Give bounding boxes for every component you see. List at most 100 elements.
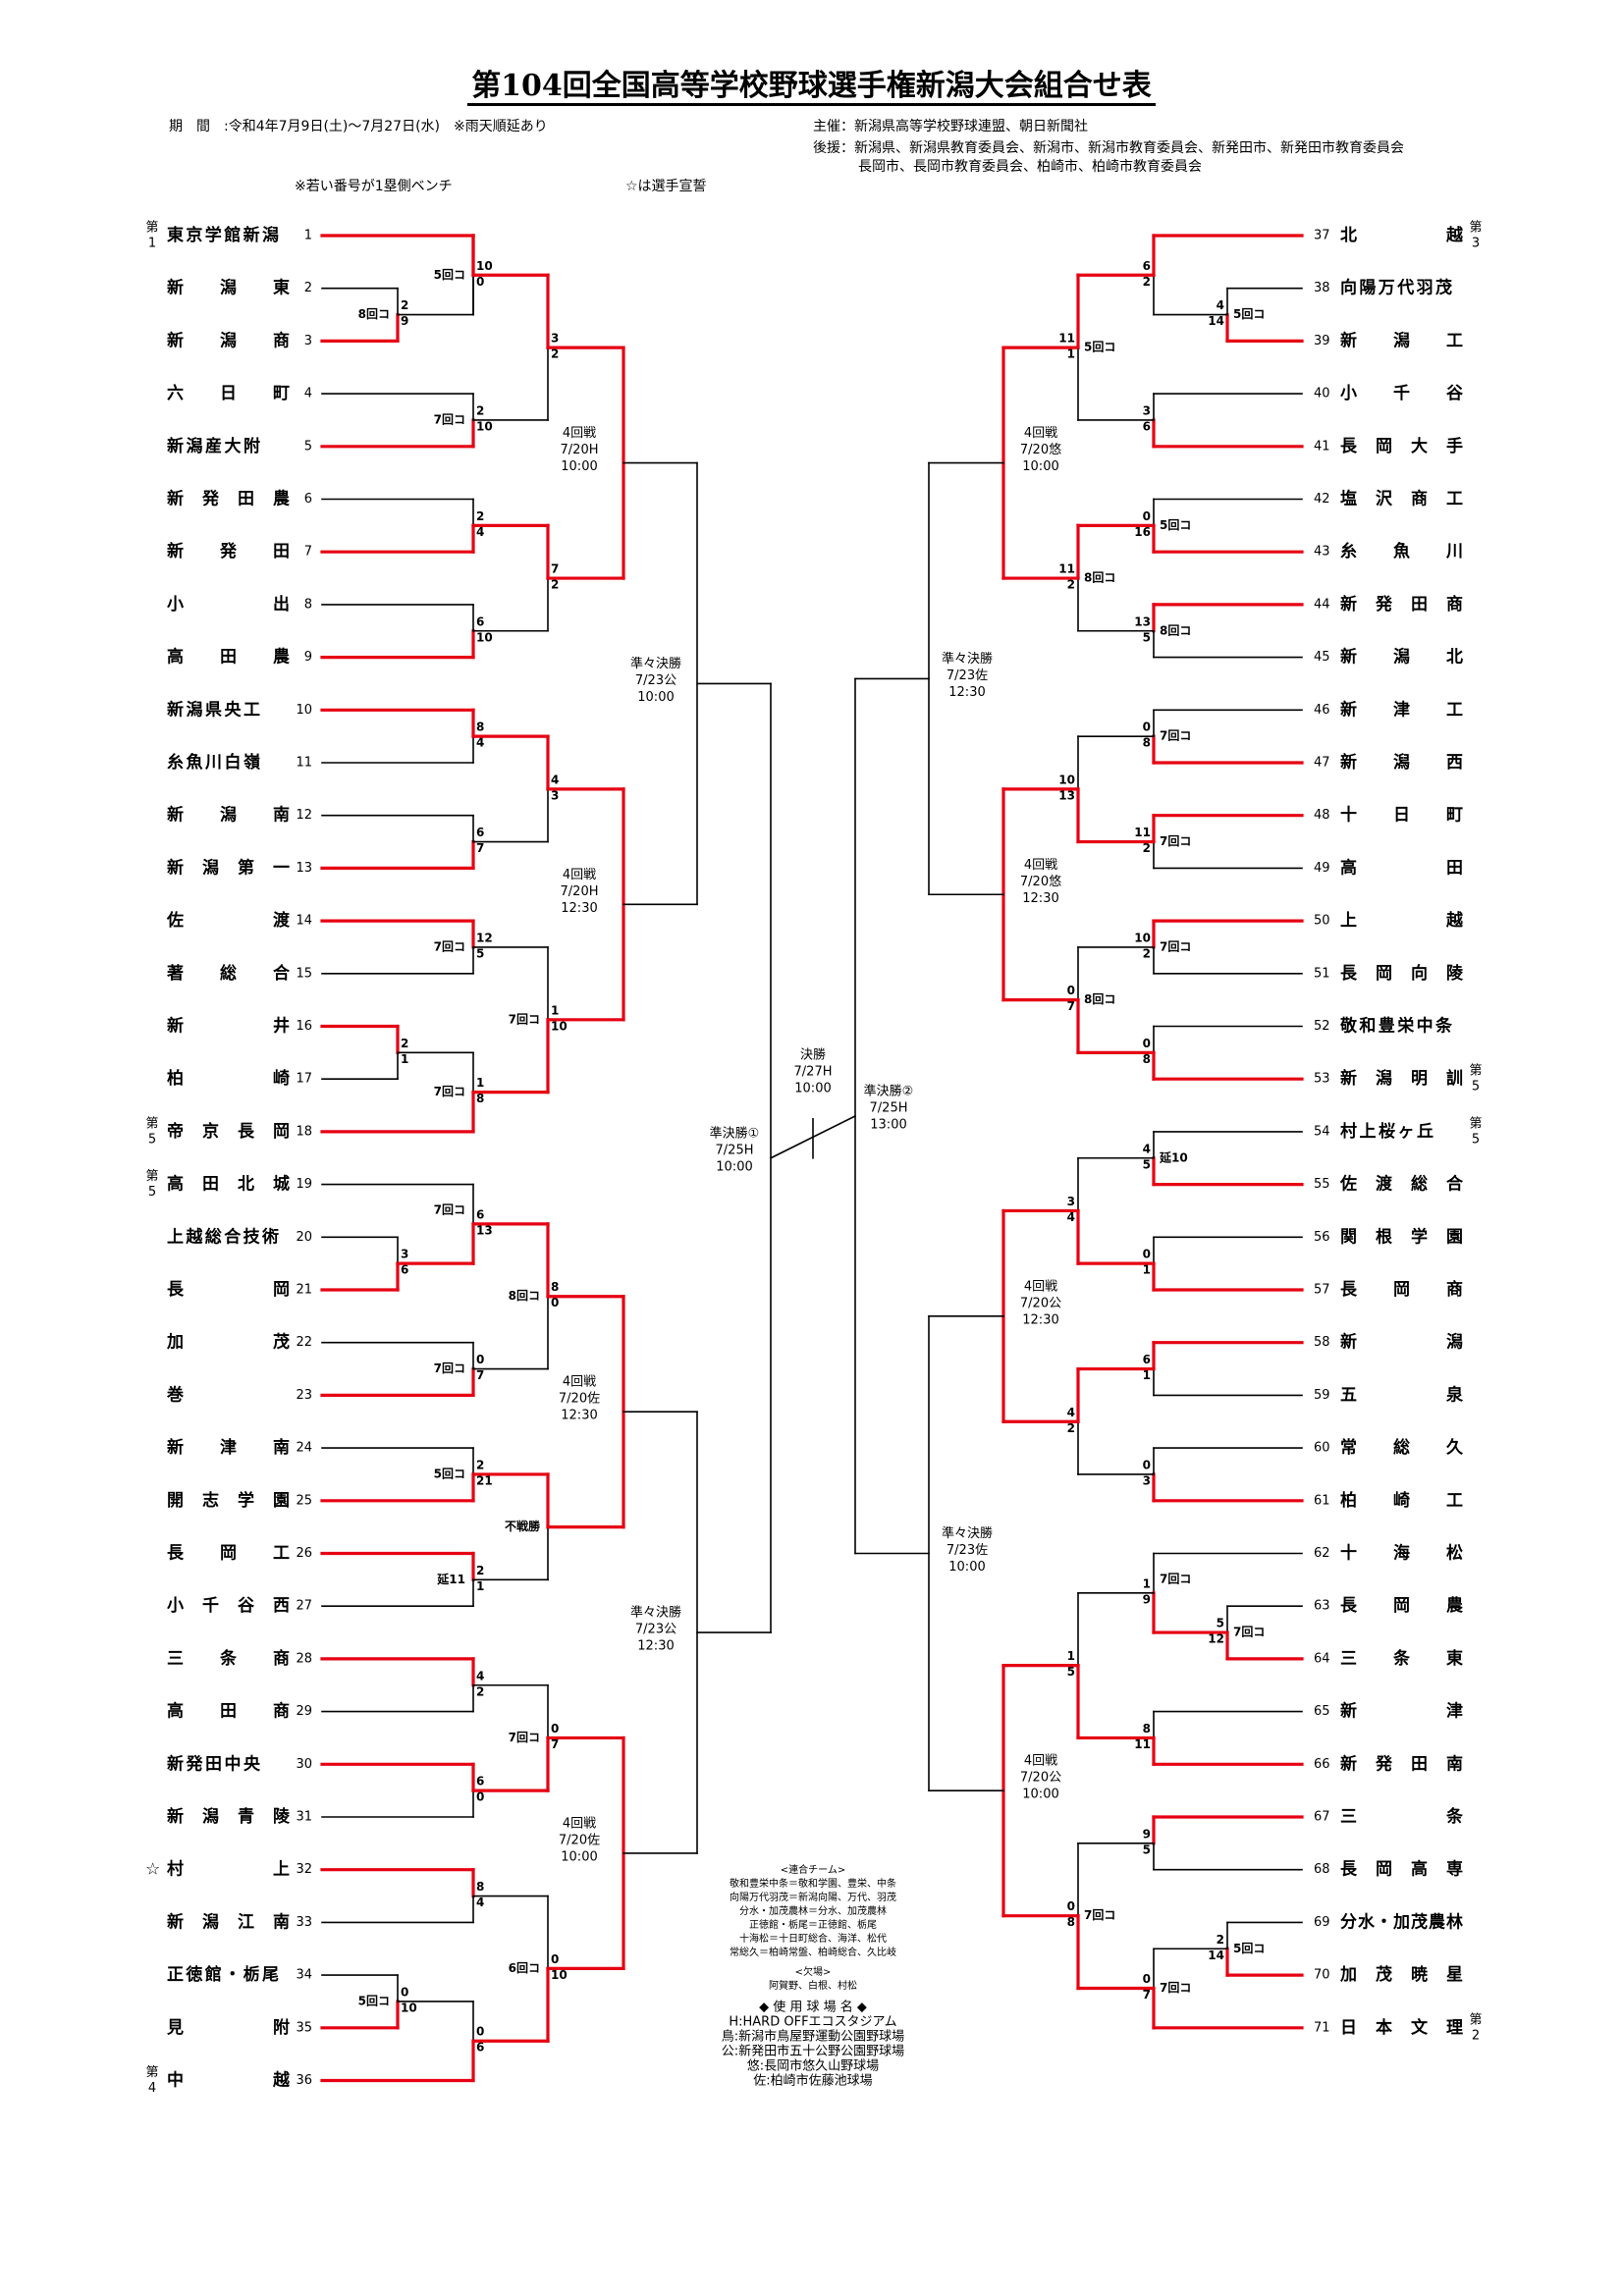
team-name-right: 小千谷 bbox=[1340, 384, 1464, 403]
team-number: 67 bbox=[1314, 1810, 1330, 1825]
team-name-left: 新発田中央 bbox=[167, 1753, 261, 1774]
score-label: 0 bbox=[1067, 1899, 1075, 1913]
score-label: 4 bbox=[1143, 1142, 1151, 1155]
legend-line: 正徳館・栃尾＝正徳館、栃尾 bbox=[749, 1918, 877, 1931]
score-label: 1 bbox=[1067, 1649, 1075, 1663]
score-label: 1 bbox=[1143, 1368, 1151, 1382]
team-name-right: 新潟工 bbox=[1340, 330, 1463, 350]
team-name-right: 常総久 bbox=[1340, 1437, 1463, 1458]
team-number: 29 bbox=[296, 1704, 312, 1719]
seed-label: 3 bbox=[1472, 237, 1480, 251]
score-label: 6 bbox=[476, 614, 484, 628]
round-name: 4回戦 bbox=[563, 868, 596, 882]
round-time: 10:00 bbox=[637, 690, 674, 705]
team-number: 41 bbox=[1314, 439, 1330, 454]
team-name-right: 長岡商 bbox=[1340, 1279, 1463, 1300]
score-label: 10 bbox=[1058, 773, 1075, 786]
legend-line: H:HARD OFFエコスタジアム bbox=[729, 2015, 896, 2030]
round-name: 準々決勝 bbox=[630, 656, 681, 671]
team-name-right: 長岡向陵 bbox=[1340, 963, 1464, 984]
score-label: 14 bbox=[1208, 314, 1224, 328]
score-label: 0 bbox=[551, 1952, 559, 1966]
score-label: 13 bbox=[1058, 788, 1075, 802]
team-number: 27 bbox=[296, 1599, 312, 1614]
team-number: 25 bbox=[296, 1493, 312, 1508]
team-name-right: 新津 bbox=[1340, 1701, 1463, 1722]
team-number: 44 bbox=[1314, 597, 1330, 612]
score-label: 0 bbox=[1067, 984, 1075, 997]
team-name-left: 小出 bbox=[167, 594, 290, 614]
score-note: 7回コ bbox=[1160, 939, 1191, 953]
team-name-right: 長岡大手 bbox=[1340, 436, 1463, 456]
score-label: 2 bbox=[401, 1037, 408, 1050]
sponsor-text-1: 後援：新潟県、新潟県教育委員会、新潟市、新潟市教育委員会、新発田市、新発田市教育… bbox=[813, 140, 1404, 156]
legend-title: ◆ 使 用 球 場 名 ◆ bbox=[759, 2000, 867, 2015]
score-label: 6 bbox=[1143, 419, 1151, 433]
score-label: 11 bbox=[1058, 332, 1075, 346]
team-number: 51 bbox=[1314, 966, 1330, 981]
score-label: 6 bbox=[401, 1263, 408, 1277]
team-name-left: 正徳館・栃尾 bbox=[167, 1964, 279, 1985]
score-label: 2 bbox=[551, 578, 559, 592]
oath-mark: ☆ bbox=[145, 1860, 160, 1880]
seed-label: 第 bbox=[1469, 221, 1482, 236]
team-number: 61 bbox=[1314, 1493, 1330, 1508]
score-label: 5 bbox=[1143, 630, 1151, 644]
score-note: 8回コ bbox=[1084, 992, 1115, 1006]
round-name: 準々決勝 bbox=[630, 1605, 681, 1621]
score-note: 5回コ bbox=[1233, 1942, 1265, 1955]
score-label: 1 bbox=[476, 1076, 484, 1090]
team-name-right: 新潟西 bbox=[1340, 752, 1463, 773]
score-label: 6 bbox=[1143, 1353, 1151, 1366]
team-name-right: 関根学園 bbox=[1340, 1226, 1463, 1247]
score-label: 0 bbox=[1143, 721, 1151, 734]
team-name-left: 新発田 bbox=[167, 541, 290, 561]
round-name: 準々決勝 bbox=[942, 1525, 993, 1541]
team-number: 42 bbox=[1314, 492, 1330, 507]
score-label: 7 bbox=[476, 841, 484, 855]
score-label: 7 bbox=[551, 562, 559, 576]
team-name-right: 長岡農 bbox=[1340, 1595, 1463, 1616]
team-number: 6 bbox=[304, 492, 312, 507]
team-name-right: 糸魚川 bbox=[1340, 541, 1463, 561]
team-number: 4 bbox=[304, 387, 312, 401]
team-name-left: 村上 bbox=[167, 1859, 290, 1880]
round-time: 10:00 bbox=[948, 1560, 985, 1575]
team-name-left: 見附 bbox=[166, 2017, 290, 2038]
score-label: 4 bbox=[476, 736, 484, 750]
sponsor-text-2: 長岡市、長岡市教育委員会、柏崎市、柏崎市教育委員会 bbox=[858, 159, 1202, 175]
score-label: 4 bbox=[1067, 1210, 1075, 1224]
score-label: 0 bbox=[476, 1353, 484, 1366]
team-name-left: 高田農 bbox=[167, 647, 290, 667]
team-name-left: 新潟商 bbox=[167, 330, 290, 350]
team-name-right: 長岡高専 bbox=[1340, 1859, 1463, 1880]
score-label: 2 bbox=[1067, 578, 1075, 592]
team-name-right: 高田 bbox=[1340, 857, 1463, 878]
score-label: 2 bbox=[1143, 841, 1151, 855]
team-number: 24 bbox=[296, 1441, 312, 1456]
score-note: 7回コ bbox=[434, 939, 465, 953]
team-number: 69 bbox=[1314, 1915, 1330, 1930]
team-number: 43 bbox=[1314, 545, 1330, 560]
round-name: 準々決勝 bbox=[942, 651, 993, 667]
team-number: 31 bbox=[296, 1810, 312, 1825]
team-name-left: 上越総合技術 bbox=[167, 1226, 279, 1247]
team-number: 68 bbox=[1314, 1862, 1330, 1877]
legend-line: 悠:長岡市悠久山野球場 bbox=[747, 2058, 879, 2074]
team-name-left: 新潟南 bbox=[167, 805, 290, 826]
score-label: 1 bbox=[1143, 1263, 1151, 1277]
score-label: 3 bbox=[1143, 403, 1151, 417]
round-time: 12:30 bbox=[637, 1639, 674, 1654]
score-label: 1 bbox=[551, 1003, 559, 1017]
team-number: 55 bbox=[1314, 1177, 1330, 1192]
score-label: 2 bbox=[476, 1458, 484, 1471]
round-date: 7/23佐 bbox=[947, 1543, 988, 1558]
score-label: 0 bbox=[401, 1985, 408, 1999]
team-number: 3 bbox=[304, 334, 312, 348]
team-number: 20 bbox=[296, 1230, 312, 1245]
score-label: 4 bbox=[1217, 298, 1224, 312]
round-time: 10:00 bbox=[1022, 1788, 1058, 1802]
round-name: 4回戦 bbox=[1024, 1754, 1057, 1769]
score-note: 延10 bbox=[1159, 1149, 1188, 1164]
score-label: 0 bbox=[476, 1790, 484, 1804]
